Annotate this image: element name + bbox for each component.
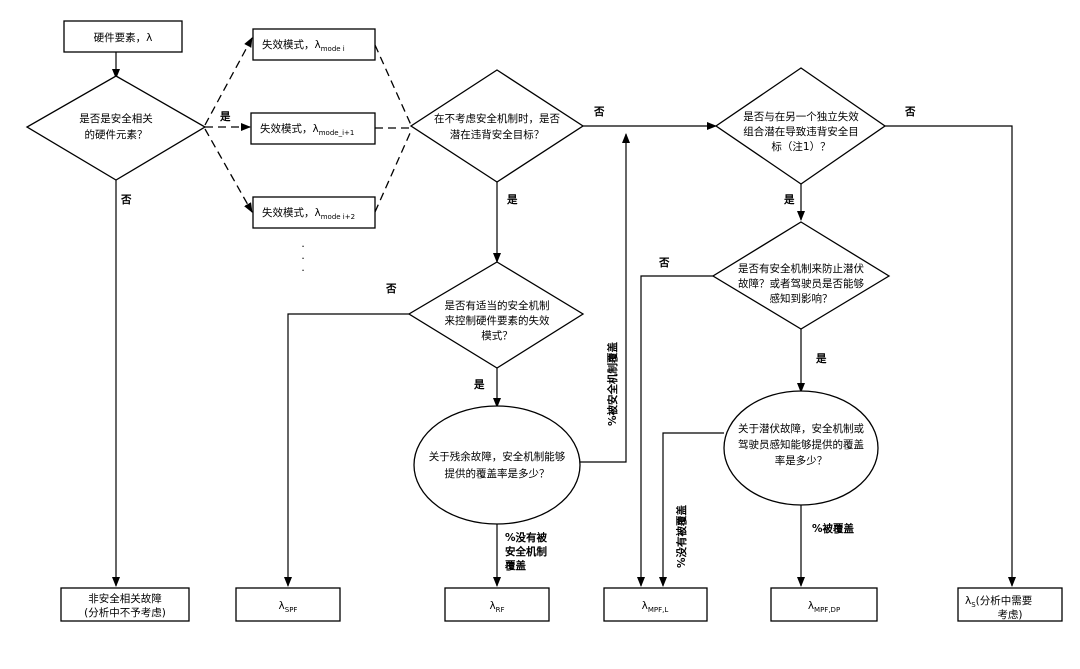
svg-text:关于潜伏故障，安全机制或: 关于潜伏故障，安全机制或 xyxy=(738,422,864,435)
pct-not-covered-sm-3: 覆盖 xyxy=(505,559,526,572)
yes-label-violate: 是 xyxy=(506,194,518,206)
no-label-non-safety: 否 xyxy=(120,194,132,206)
svg-text:潜在违背安全目标？: 潜在违背安全目标？ xyxy=(450,128,545,141)
yes-label-latent: 是 xyxy=(815,353,827,365)
safety-related-decision: 是否是安全相关 的硬件元素？ xyxy=(25,75,207,181)
safety-related-line1: 是否是安全相关 xyxy=(79,112,153,125)
safety-related-line2: 的硬件元素？ xyxy=(85,128,148,141)
svg-text:模式？: 模式？ xyxy=(481,329,513,342)
svg-text:失效模式，λmode i: 失效模式，λmode i xyxy=(262,38,345,53)
output-mpf-l: λMPF,L xyxy=(603,587,708,622)
svg-text:(分析中不予考虑): (分析中不予考虑) xyxy=(84,606,166,619)
svg-text:失效模式，λmode i+2: 失效模式，λmode i+2 xyxy=(262,206,355,221)
svg-text:驾驶员感知能够提供的覆盖: 驾驶员感知能够提供的覆盖 xyxy=(738,438,864,451)
residual-coverage-node: 关于残余故障，安全机制能够 提供的覆盖率是多少？ xyxy=(413,405,581,525)
svg-text:标（注1）？: 标（注1）？ xyxy=(771,140,830,153)
svg-text:λRF: λRF xyxy=(489,600,504,614)
failure-mode-2: 失效模式，λmode_i+1 xyxy=(250,112,376,145)
latent-coverage-node: 关于潜伏故障，安全机制或 驾驶员感知能够提供的覆盖 率是多少？ xyxy=(723,390,879,506)
svg-text:·: · xyxy=(301,241,304,253)
pct-not-covered: %没有被覆盖 xyxy=(675,504,688,568)
violate-goal-decision: 在不考虑安全机制时，是否 潜在违背安全目标？ xyxy=(409,69,585,183)
svg-text:λSPF: λSPF xyxy=(279,600,298,614)
output-lambda-s: λS(分析中需要 考虑) xyxy=(957,587,1063,622)
latent-fault-prevention-decision: 是否有安全机制来防止潜伏 故障？或者驾驶员是否能够 感知到影响？ xyxy=(711,221,891,330)
output-spf: λSPF xyxy=(235,587,341,622)
no-label-latent: 否 xyxy=(658,257,670,269)
svg-text:λMPF,L: λMPF,L xyxy=(642,600,669,614)
failure-mode-ellipsis: · · · xyxy=(301,241,304,277)
svg-text:失效模式，λmode_i+1: 失效模式，λmode_i+1 xyxy=(260,122,354,137)
output-non-safety: 非安全相关故障 (分析中不予考虑) xyxy=(60,587,190,622)
svg-text:是否与在另一个独立失效: 是否与在另一个独立失效 xyxy=(743,110,859,123)
safety-mechanism-decision: 是否有适当的安全机制 来控制硬件要素的失效 模式？ xyxy=(407,261,585,369)
svg-text:关于残余故障，安全机制能够: 关于残余故障，安全机制能够 xyxy=(429,450,566,463)
svg-text:来控制硬件要素的失效: 来控制硬件要素的失效 xyxy=(445,314,550,327)
yes-label-fanout: 是 xyxy=(219,111,231,123)
svg-text:组合潜在导致违背安全目: 组合潜在导致违背安全目 xyxy=(743,125,859,138)
no-label-mechanism: 否 xyxy=(385,283,397,295)
svg-text:在不考虑安全机制时，是否: 在不考虑安全机制时，是否 xyxy=(434,112,560,125)
pct-not-covered-sm-2: 安全机制 xyxy=(505,545,547,558)
svg-text:率是多少？: 率是多少？ xyxy=(775,454,828,467)
svg-text:故障？或者驾驶员是否能够: 故障？或者驾驶员是否能够 xyxy=(738,277,864,290)
svg-text:是否有适当的安全机制: 是否有适当的安全机制 xyxy=(445,299,550,312)
hw-element-node: 硬件要素，λ xyxy=(63,20,183,53)
output-rf: λRF xyxy=(444,587,550,622)
svg-text:·: · xyxy=(301,265,304,277)
svg-text:是否有安全机制来防止潜伏: 是否有安全机制来防止潜伏 xyxy=(738,262,864,275)
svg-text:非安全相关故障: 非安全相关故障 xyxy=(88,592,162,605)
pct-covered: %被覆盖 xyxy=(812,522,855,535)
failure-mode-1: 失效模式，λmode i xyxy=(252,28,376,61)
svg-text:考虑): 考虑) xyxy=(997,609,1022,621)
output-mpf-dp: λMPF,DP xyxy=(770,587,878,622)
svg-text:λMPF,DP: λMPF,DP xyxy=(808,600,840,614)
no-label-combination: 否 xyxy=(904,106,916,118)
failure-mode-3: 失效模式，λmode i+2 xyxy=(252,196,376,229)
no-label-violate: 否 xyxy=(593,106,605,118)
svg-text:λS(分析中需要: λS(分析中需要 xyxy=(965,594,1032,609)
svg-text:感知到影响？: 感知到影响？ xyxy=(770,292,833,305)
pct-not-covered-sm-1: %没有被 xyxy=(505,531,548,544)
pct-covered-sm: %被安全机制覆盖 xyxy=(606,341,619,426)
svg-text:提供的覆盖率是多少？: 提供的覆盖率是多少？ xyxy=(445,467,550,480)
connectors xyxy=(112,37,1016,587)
yes-label-combination: 是 xyxy=(783,194,795,206)
edge-labels: 是 否 否 是 否 是 否 是 否 是 %没有被 安全机制 覆盖 %被安全机制覆… xyxy=(120,106,916,572)
svg-text:·: · xyxy=(301,253,304,265)
hw-element-label: 硬件要素，λ xyxy=(94,31,153,44)
independent-combination-decision: 是否与在另一个独立失效 组合潜在导致违背安全目 标（注1）？ xyxy=(714,67,887,185)
yes-label-mechanism: 是 xyxy=(473,379,485,391)
